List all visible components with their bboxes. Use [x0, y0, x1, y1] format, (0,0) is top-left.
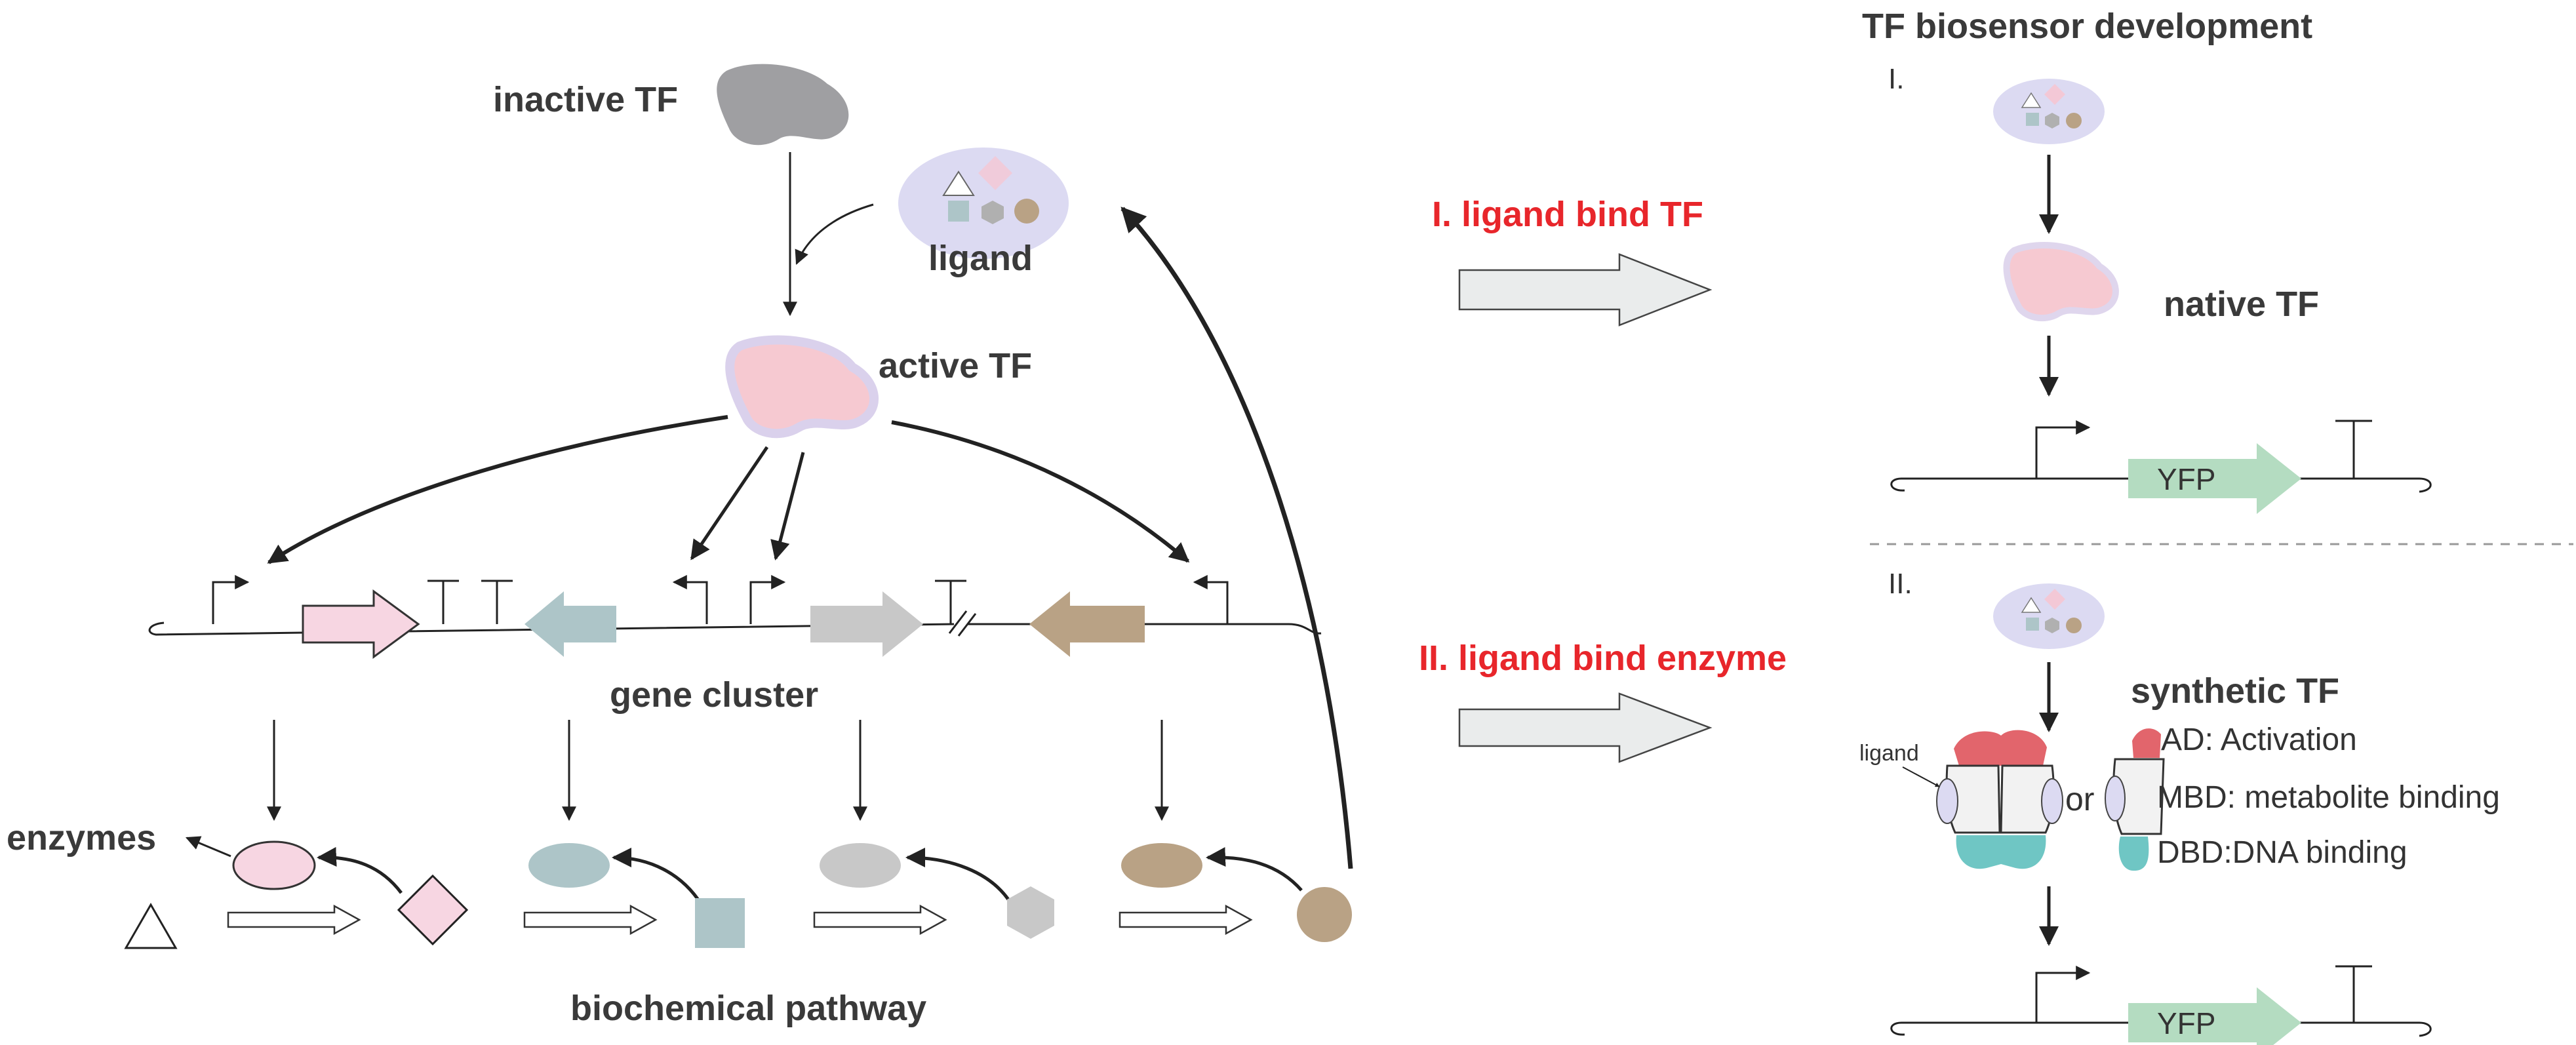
metabolite-circle-icon [1297, 887, 1352, 942]
terminator-3 [935, 580, 966, 624]
synthetic-ligand-label: ligand [1859, 741, 1919, 766]
section2-yfp-label: YFP [2157, 1006, 2215, 1040]
section1-native-tf-label: native TF [2164, 285, 2319, 324]
ligand-triangle-icon [942, 170, 975, 196]
section1-yfp-label: YFP [2157, 462, 2215, 496]
biochemical-pathway-label: biochemical pathway [570, 989, 926, 1028]
ligand-hexagon-icon [981, 201, 1004, 224]
ad-label: AD: Activation [2161, 722, 2357, 757]
section1-yfp-gene [2128, 443, 2301, 514]
section1-ligand-diamond-icon [2044, 84, 2065, 105]
active-tf-arrow-4 [891, 420, 1190, 563]
section1-terminator [2335, 420, 2372, 479]
enzyme-pink [232, 840, 316, 890]
section2-numeral: II. [1888, 568, 1912, 600]
active-tf-arrow-3 [770, 452, 805, 561]
inactive-tf-label: inactive TF [493, 80, 678, 119]
section2-ligand-hexagon-icon [2045, 618, 2059, 633]
active-tf-label: active TF [879, 346, 1032, 385]
pathway-arrow-2 [523, 904, 658, 936]
monomer-dbd-domain [2118, 837, 2149, 871]
section2-ligand-circle-icon [2066, 618, 2082, 633]
gene-blue [525, 591, 616, 657]
section1-ligand-triangle-icon [2021, 92, 2042, 108]
promoter-2 [672, 575, 708, 624]
metabolite-diamond-icon [397, 874, 469, 946]
active-tf-arrow-1 [267, 415, 728, 564]
feedback-arrow [1120, 207, 1353, 869]
gene-brown [1029, 591, 1145, 657]
gene-gray [810, 591, 923, 657]
enzymes-pointer-arrow [185, 836, 231, 858]
step2-label: II. ligand bind enzyme [1419, 639, 1787, 678]
ligand-square-icon [948, 201, 969, 222]
synthetic-ligand-pointer [1902, 766, 1940, 787]
dbd-label: DBD:DNA binding [2157, 835, 2408, 870]
terminator-1 [427, 580, 459, 624]
inactive-tf-shape [717, 64, 849, 146]
promoter-1 [212, 575, 250, 624]
section1-native-tf-shape [2003, 242, 2119, 322]
gene-cluster-dna-line [148, 621, 1322, 636]
gene-cluster-label: gene cluster [610, 675, 818, 715]
active-tf-arrow-2 [690, 446, 769, 561]
section1-ligand-circle-icon [2066, 113, 2082, 128]
metabolite-triangle-icon [124, 902, 178, 949]
section2-terminator [2335, 965, 2372, 1023]
substrate-arrow-3 [905, 848, 1010, 901]
pathway-arrow-3 [813, 904, 947, 936]
synthetic-tf-dimer [1936, 730, 2063, 869]
or-label: or [2065, 781, 2094, 818]
ligand-diamond-icon [978, 156, 1012, 190]
pathway-arrow-4 [1119, 904, 1253, 936]
step1-block-arrow [1458, 253, 1713, 326]
dimer-ad-domain [1954, 730, 2047, 766]
enzyme-gray [820, 843, 901, 888]
ligand-label: ligand [928, 239, 1033, 278]
enzymes-label: enzymes [7, 818, 156, 858]
metabolite-hexagon-icon [1007, 886, 1054, 939]
dimer-ligand-pocket-left [1936, 778, 1958, 824]
dimer-ligand-pocket-right [2041, 778, 2063, 824]
metabolite-square-icon [695, 898, 745, 948]
step2-block-arrow [1458, 692, 1713, 763]
step1-label: I. ligand bind TF [1432, 195, 1703, 234]
section2-ligand-triangle-icon [2021, 597, 2042, 613]
section2-ligand-diamond-icon [2044, 589, 2065, 610]
monomer-ad-domain [2132, 728, 2161, 758]
dna-break-mark-2 [957, 613, 977, 637]
section1-ligand-hexagon-icon [2045, 113, 2059, 128]
mbd-label: MBD: metabolite binding [2157, 780, 2500, 815]
promoter-3 [749, 575, 786, 624]
dimer-dbd-domain [1956, 835, 2046, 869]
substrate-arrow-1 [317, 847, 403, 894]
enzyme-blue [528, 843, 610, 888]
substrate-arrow-4 [1206, 847, 1303, 892]
substrate-arrow-2 [612, 848, 703, 906]
section1-ligand-square-icon [2026, 113, 2039, 126]
terminator-2 [481, 580, 513, 624]
section2-ligand-cloud [1993, 583, 2105, 649]
right-panel-title: TF biosensor development [1862, 7, 2312, 46]
synthetic-tf-monomer [2105, 728, 2165, 871]
section1-numeral: I. [1888, 63, 1904, 95]
synthetic-tf-label: synthetic TF [2131, 671, 2339, 711]
ligand-circle-icon [1014, 199, 1039, 224]
section2-yfp-gene [2128, 987, 2301, 1045]
monomer-ligand-pocket [2105, 776, 2126, 821]
dna-break-mark-1 [948, 610, 968, 634]
section1-promoter [2035, 420, 2091, 479]
pathway-arrow-1 [227, 904, 361, 936]
enzyme-brown [1121, 843, 1202, 888]
active-tf-shape [725, 335, 879, 439]
section2-ligand-square-icon [2026, 618, 2039, 631]
gene-pink [302, 589, 420, 659]
section1-ligand-cloud [1993, 79, 2105, 144]
section2-promoter [2035, 966, 2091, 1023]
promoter-4 [1193, 575, 1229, 624]
ligand-cloud [898, 148, 1069, 259]
ligand-join-arrow [795, 203, 874, 266]
